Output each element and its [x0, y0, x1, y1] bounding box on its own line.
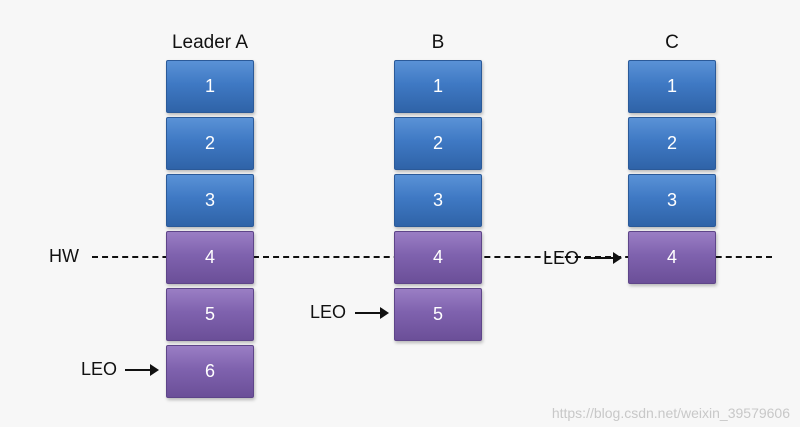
- log-block-b-3: 3: [394, 174, 482, 227]
- column-title-b: B: [431, 32, 445, 53]
- log-block-a-1: 1: [166, 60, 254, 113]
- leo-label-b: LEO: [310, 302, 347, 322]
- leo-label-c: LEO: [543, 248, 580, 268]
- log-block-a-3: 3: [166, 174, 254, 227]
- log-block-a-6: 6: [166, 345, 254, 398]
- log-block-a-5: 5: [166, 288, 254, 341]
- leo-arrow-c: [584, 252, 622, 264]
- hw-label: HW: [49, 246, 79, 266]
- log-block-c-1: 1: [628, 60, 716, 113]
- log-block-a-2: 2: [166, 117, 254, 170]
- watermark-text: https://blog.csdn.net/weixin_39579606: [551, 405, 790, 421]
- log-block-b-4: 4: [394, 231, 482, 284]
- log-block-b-1: 1: [394, 60, 482, 113]
- leo-label-a: LEO: [81, 359, 118, 379]
- leo-arrow-b: [355, 307, 389, 319]
- column-title-c: C: [665, 32, 679, 53]
- log-block-a-4: 4: [166, 231, 254, 284]
- log-block-b-5: 5: [394, 288, 482, 341]
- log-block-c-2: 2: [628, 117, 716, 170]
- log-block-c-3: 3: [628, 174, 716, 227]
- log-block-b-2: 2: [394, 117, 482, 170]
- leo-arrow-a: [125, 364, 159, 376]
- column-title-leader-a: Leader A: [171, 32, 249, 53]
- log-block-c-4: 4: [628, 231, 716, 284]
